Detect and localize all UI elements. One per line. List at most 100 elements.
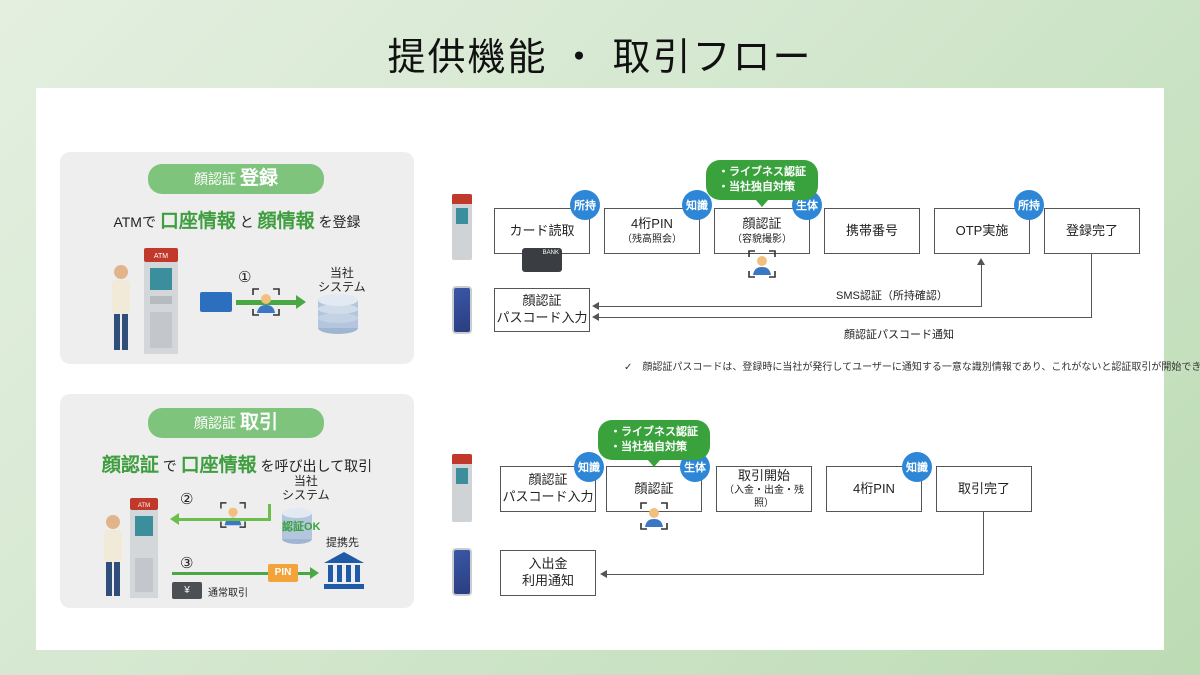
atm-machine-icon: ATM	[144, 248, 178, 354]
flow2-notify-line2: 利用通知	[521, 573, 574, 588]
flow2-down-line	[983, 512, 984, 574]
pin-arrow-head	[310, 567, 319, 579]
flow1-bubble-line1: ・ライブネス認証	[718, 166, 806, 178]
bank-card-icon: BANK	[522, 248, 562, 272]
register-desc-lead: ATMで	[113, 214, 156, 230]
register-pill-bold: 登録	[239, 168, 278, 189]
flow2-notify-line1: 入出金	[528, 556, 568, 572]
register-pill-prefix: 顔認証	[194, 171, 237, 187]
flow1-bubble-line2: ・当社独自対策	[718, 180, 795, 193]
register-description: ATMで 口座情報 と 顔情報 を登録	[60, 206, 414, 233]
flow2-badge-pin: 知識	[902, 452, 932, 482]
flow2-pin-label: 4桁PIN	[853, 480, 895, 496]
flow2-start-label: 取引開始	[737, 467, 790, 483]
transaction-step-2: ②	[180, 491, 194, 508]
flow1-pin-label: 4桁PIN	[631, 216, 673, 232]
flow2-notify-box: 入出金 利用通知	[500, 550, 596, 596]
register-arrow-head	[296, 295, 306, 309]
atm-machine-icon: ATM	[130, 498, 158, 598]
flow1-badge-card: 所持	[570, 190, 600, 220]
register-desc-tail: を登録	[318, 214, 361, 230]
notify-label: 顔認証パスコード通知	[844, 329, 954, 341]
register-desc-face: 顔情報	[257, 211, 315, 232]
register-box: 顔認証 登録 ATMで 口座情報 と 顔情報 を登録 ATM ①	[60, 152, 414, 364]
otp-up-arrowhead	[977, 258, 985, 265]
normal-transaction-label: 通常取引	[208, 588, 248, 599]
person-icon	[104, 515, 122, 596]
register-step-1: ①	[238, 269, 252, 286]
transaction-return-arrow	[178, 518, 270, 521]
smartphone-icon	[452, 548, 472, 596]
flow1-badge-pin: 知識	[682, 190, 712, 220]
flow1-passcode-box: 顔認証 パスコード入力	[494, 288, 590, 332]
sms-line	[598, 306, 982, 307]
register-system-label: 当社 システム	[318, 266, 366, 295]
face-scan-icon	[220, 502, 246, 528]
database-icon	[282, 508, 312, 544]
otp-up-line	[981, 264, 982, 306]
flow1-complete-label: 登録完了	[1065, 222, 1118, 238]
face-scan-icon	[748, 250, 776, 278]
credit-card-icon	[200, 292, 232, 312]
face-scan-icon	[252, 288, 280, 316]
atm-icon	[452, 194, 472, 260]
flow2-notify-arrowhead	[600, 570, 607, 578]
flow2-notify-line	[606, 574, 984, 575]
transaction-step-3: ③	[180, 555, 194, 572]
transaction-system-label: 当社 システム	[282, 474, 330, 503]
transaction-pill: 顔認証 取引	[148, 408, 324, 438]
transaction-desc-account: 口座情報	[180, 455, 257, 476]
flow2-complete-label: 取引完了	[957, 480, 1010, 496]
flow2-complete-box: 取引完了	[936, 466, 1032, 512]
notify-arrowhead	[592, 313, 599, 321]
transaction-desc-face: 顔認証	[101, 455, 159, 476]
notify-down-line	[1091, 254, 1092, 317]
bank-building-icon	[324, 552, 364, 589]
flow1-complete-box: 登録完了	[1044, 208, 1140, 254]
content-panel: 顔認証 登録 ATMで 口座情報 と 顔情報 を登録 ATM ①	[36, 88, 1200, 650]
flow2-passcode-line2: パスコード入力	[502, 489, 594, 504]
flow1-mobile-box: 携帯番号	[824, 208, 920, 254]
bank-card-text: BANK	[542, 250, 559, 256]
flow2-passcode-line1: 顔認証	[528, 472, 568, 488]
svg-text:ATM: ATM	[154, 253, 168, 260]
pin-arrow	[172, 572, 312, 575]
transaction-desc-de: で	[162, 458, 177, 474]
flow1-face-box: 顔認証 （容貌撮影）	[714, 208, 810, 254]
flow1-badge-otp: 所持	[1014, 190, 1044, 220]
flow1-pin-box: 4桁PIN （残高照会）	[604, 208, 700, 254]
transaction-desc-tail: を呼び出して取引	[260, 458, 373, 474]
flow2-start-box: 取引開始 （入金・出金・残照）	[716, 466, 812, 512]
transaction-box: 顔認証 取引 顔認証 で 口座情報 を呼び出して取引 ATM ②	[60, 394, 414, 608]
notify-line	[598, 317, 1092, 318]
flow1-mobile-label: 携帯番号	[845, 222, 898, 238]
flow2-face-label: 顔認証	[634, 480, 674, 496]
flow1-card-read-label: カード読取	[509, 222, 575, 238]
flow1-face-label: 顔認証	[742, 216, 782, 232]
pin-tag: PIN	[268, 564, 298, 582]
register-system-line1: 当社	[329, 266, 354, 280]
flow1-otp-box: OTP実施	[934, 208, 1030, 254]
flow1-pin-sublabel: （残高照会）	[622, 233, 682, 245]
flow2-badge-passcode: 知識	[574, 452, 604, 482]
transaction-system-line1: 当社	[293, 474, 318, 488]
register-system-line2: システム	[318, 280, 366, 295]
register-desc-and: と	[239, 214, 254, 230]
transaction-pill-bold: 取引	[239, 412, 278, 433]
database-icon	[318, 294, 358, 334]
auth-ok-label: 認証OK	[282, 521, 321, 533]
transaction-return-arrow-head	[170, 513, 179, 525]
smartphone-icon	[452, 286, 472, 334]
transaction-system-line2: システム	[282, 488, 330, 503]
flow2-liveness-bubble: ・ライブネス認証 ・当社独自対策	[598, 420, 710, 467]
flow2-start-sublabel: （入金・出金・残照）	[724, 485, 804, 510]
svg-text:ATM: ATM	[138, 503, 150, 509]
register-pill: 顔認証 登録	[148, 164, 324, 194]
flow1-passcode-line1: 顔認証	[522, 293, 562, 309]
transaction-description: 顔認証 で 口座情報 を呼び出して取引	[60, 450, 414, 477]
passcode-note: ✓ 顔認証パスコードは、登録時に当社が発行してユーザーに通知する一意な識別情報で…	[624, 362, 1200, 373]
cash-icon: ¥	[172, 582, 202, 599]
flow1-face-sublabel: （容貌撮影）	[732, 233, 792, 245]
partner-label: 提携先	[326, 537, 359, 549]
transaction-return-arrow-vertical	[268, 504, 271, 521]
